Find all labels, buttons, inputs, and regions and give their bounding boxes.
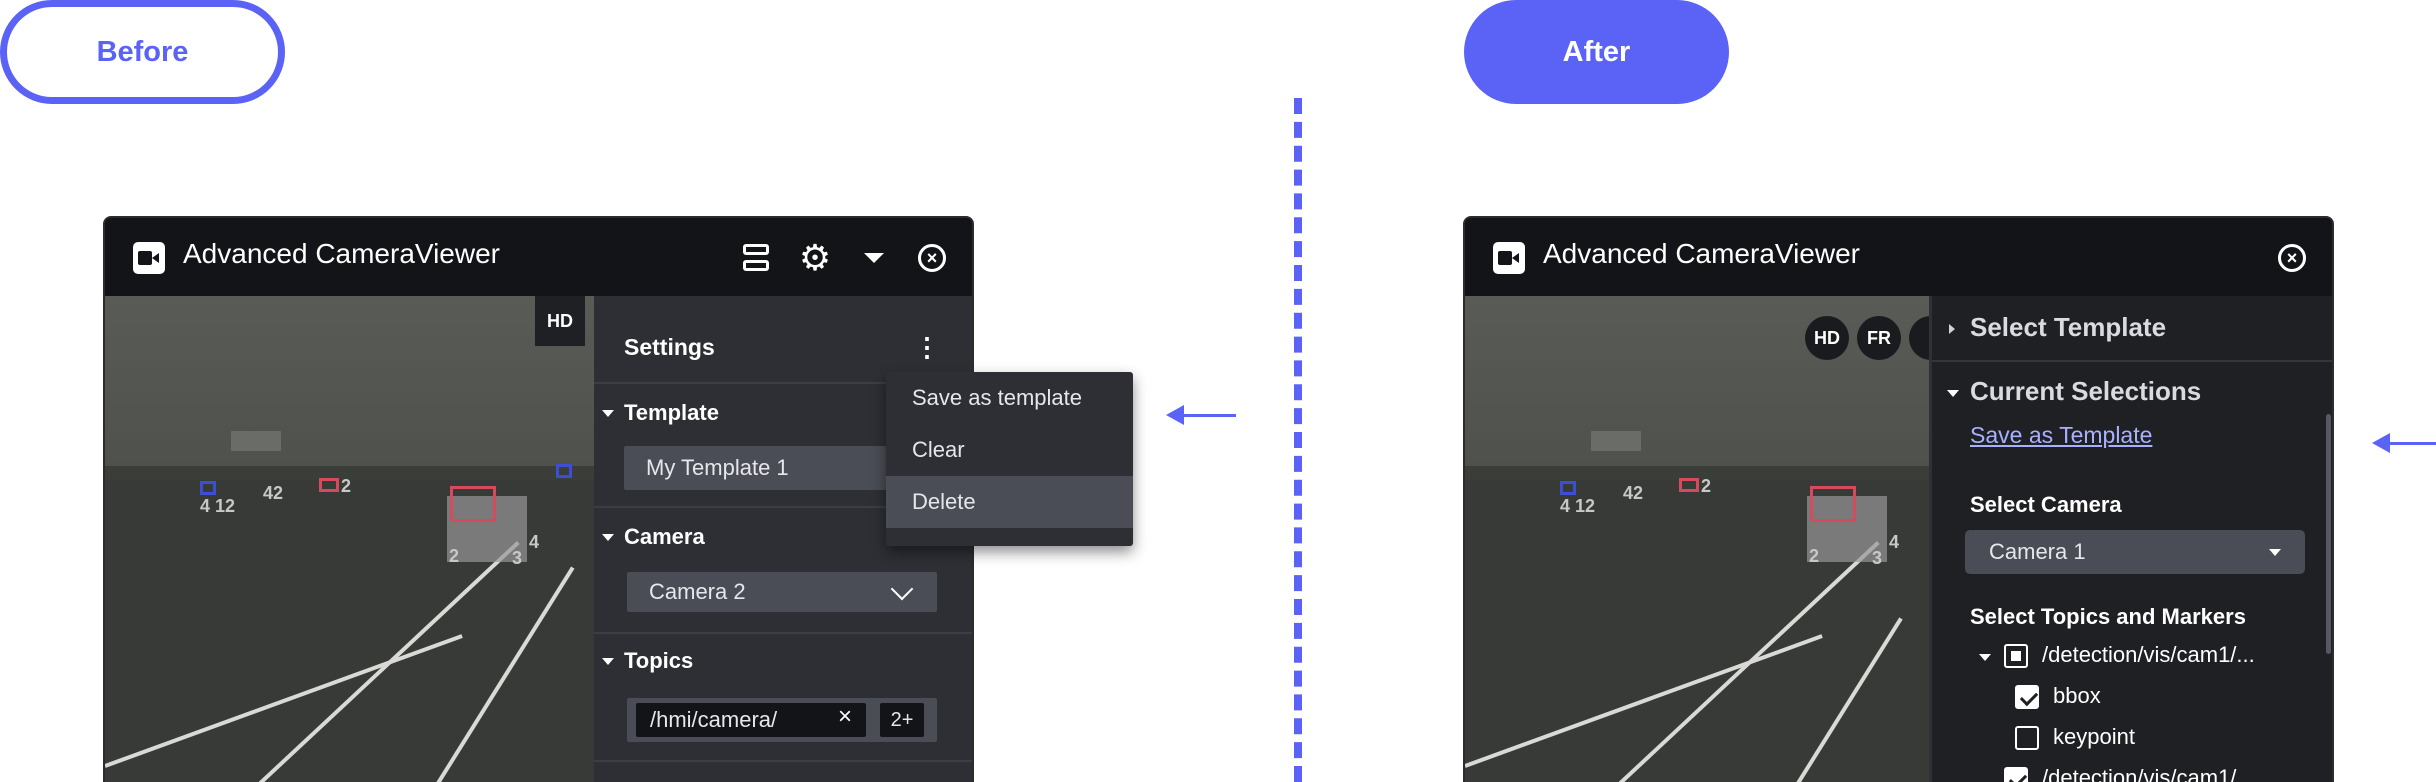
bbox-marker xyxy=(319,478,339,492)
scene-label: 3 xyxy=(1872,548,1883,568)
template-label: Template xyxy=(624,400,719,425)
topic-chip[interactable]: /hmi/camera/ xyxy=(636,703,866,737)
save-as-template-link[interactable]: Save as Template xyxy=(1970,422,2153,448)
arrow-left-icon xyxy=(2372,433,2436,453)
kebab-icon[interactable]: ⋮ xyxy=(914,332,940,362)
camera-icon xyxy=(133,242,165,274)
fr-badge[interactable]: FR xyxy=(1857,316,1901,360)
camera-view: 4 12 42 2 2 3 4 HD FR xyxy=(1465,296,1935,782)
bbox-checkbox[interactable] xyxy=(2015,685,2039,709)
scene-label: 2 xyxy=(1809,546,1820,566)
scene-label: 2 xyxy=(449,546,460,566)
topics-label: Topics xyxy=(624,648,694,673)
close-icon[interactable]: × xyxy=(914,240,950,276)
scene-label: 4 12 xyxy=(1560,496,1596,516)
select-topics-label: Select Topics and Markers xyxy=(1970,604,2246,629)
bbox-marker xyxy=(1560,481,1576,495)
bbox-marker xyxy=(450,486,496,522)
marker-item-bbox[interactable]: bbox xyxy=(2053,683,2101,708)
camera-icon xyxy=(1493,242,1525,274)
selection-panel: Select Template Current Selections Save … xyxy=(1929,296,2332,782)
collapse-icon[interactable] xyxy=(602,410,614,417)
topic-item[interactable]: /detection/vis/cam1/... xyxy=(2042,765,2255,782)
menu-item-delete[interactable]: Delete xyxy=(886,476,1133,528)
scene-label: 2 xyxy=(1701,476,1712,496)
title-bar: Advanced CameraViewer × xyxy=(1465,218,2332,296)
topic-checkbox[interactable] xyxy=(2004,644,2028,668)
close-icon[interactable]: × xyxy=(2274,240,2310,276)
settings-title: Settings xyxy=(624,334,715,360)
caret-down-icon xyxy=(2269,549,2281,556)
after-label: After xyxy=(1464,0,1729,104)
divider xyxy=(1294,98,1302,782)
scene-label: 2 xyxy=(341,476,352,496)
scene-label: 4 12 xyxy=(200,496,236,516)
camera-select[interactable]: Camera 2 xyxy=(627,572,937,612)
gear-icon[interactable]: ⚙ xyxy=(798,237,832,278)
bbox-marker xyxy=(1679,478,1699,492)
collapse-icon[interactable] xyxy=(1947,390,1959,397)
scene-label: 4 xyxy=(1889,532,1900,552)
camera-select[interactable]: Camera 1 xyxy=(1965,530,2305,574)
more-topics-count[interactable]: 2+ xyxy=(880,703,924,737)
hd-badge[interactable]: HD xyxy=(1805,316,1849,360)
expand-icon[interactable] xyxy=(1949,324,1955,334)
scene-label: 4 xyxy=(529,532,540,552)
marker-item-keypoint[interactable]: keypoint xyxy=(2053,724,2135,749)
before-label: Before xyxy=(0,0,285,104)
menu-item-save-as-template[interactable]: Save as template xyxy=(912,385,1082,410)
caret-down-icon[interactable] xyxy=(856,240,892,276)
menu-item-clear[interactable]: Clear xyxy=(912,437,965,462)
camera-label: Camera xyxy=(624,524,705,549)
title-bar: Advanced CameraViewer ⚙ × xyxy=(105,218,972,296)
bbox-marker xyxy=(1810,486,1856,522)
bbox-marker xyxy=(556,464,572,478)
arrow-left-icon xyxy=(1166,405,1236,425)
topic-checkbox[interactable] xyxy=(2004,767,2028,782)
remove-chip-icon[interactable]: × xyxy=(838,703,853,730)
window-title: Advanced CameraViewer xyxy=(183,238,500,269)
scene-label: 42 xyxy=(263,483,284,503)
keypoint-checkbox[interactable] xyxy=(2015,726,2039,750)
select-camera-label: Select Camera xyxy=(1970,492,2122,517)
current-selections-header[interactable]: Current Selections xyxy=(1970,376,2202,406)
bbox-marker xyxy=(200,481,216,495)
before-window: Advanced CameraViewer ⚙ × 4 12 42 2 2 3 … xyxy=(103,216,974,782)
hd-badge[interactable]: HD xyxy=(535,296,585,346)
select-template-header[interactable]: Select Template xyxy=(1970,312,2167,342)
scene-label: 42 xyxy=(1623,483,1644,503)
collapse-icon[interactable] xyxy=(1979,654,1991,661)
scrollbar[interactable] xyxy=(2326,414,2331,654)
topic-item[interactable]: /detection/vis/cam1/... xyxy=(2042,642,2255,667)
context-menu: Save as template Clear Delete xyxy=(886,372,1133,546)
collapse-icon[interactable] xyxy=(602,658,614,665)
scene-label: 3 xyxy=(512,548,523,568)
layout-icon[interactable] xyxy=(738,240,774,276)
collapse-icon[interactable] xyxy=(602,534,614,541)
after-window: Advanced CameraViewer × 4 12 42 2 2 3 4 … xyxy=(1463,216,2334,782)
window-title: Advanced CameraViewer xyxy=(1543,238,1860,269)
